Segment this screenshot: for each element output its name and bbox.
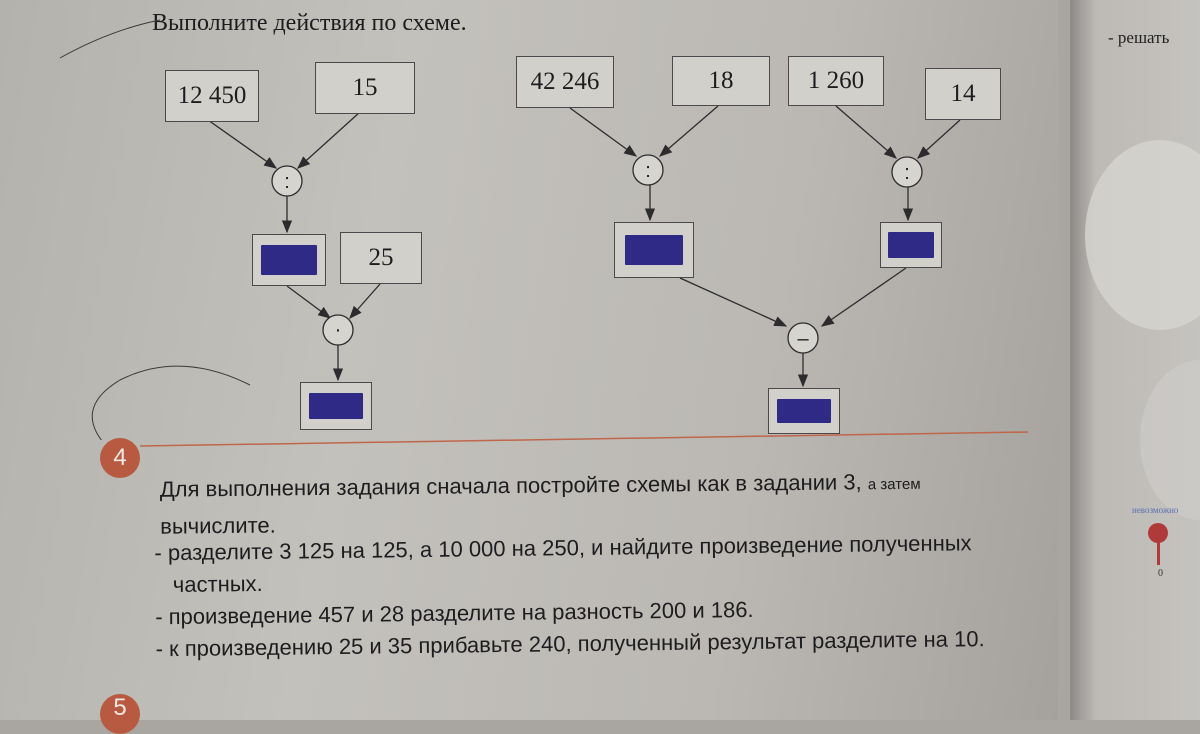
arrow xyxy=(349,283,381,319)
operation-circle xyxy=(632,154,664,186)
arrow xyxy=(659,105,719,157)
arrow xyxy=(679,277,788,327)
arrow xyxy=(286,285,332,319)
sign-post xyxy=(1157,543,1160,565)
scheme1-answer-box xyxy=(252,234,326,286)
pencil-mark xyxy=(59,19,161,59)
multiplication-sign: · xyxy=(335,319,342,341)
no-entry-icon xyxy=(1148,523,1168,543)
adjacent-page-text: - решать xyxy=(1108,28,1170,47)
arrow xyxy=(207,119,278,169)
answer-placeholder xyxy=(625,235,683,265)
operation-circle xyxy=(322,314,354,346)
task4-intro-text: Для выполнения задания сначала постройте… xyxy=(159,469,862,502)
arrow xyxy=(297,111,361,169)
division-sign: : xyxy=(284,171,290,193)
scheme-diagrams: : · : : – xyxy=(59,19,961,440)
answer-placeholder xyxy=(261,245,317,275)
scheme1-input-b: 15 xyxy=(315,62,415,114)
adjacent-page-illustration xyxy=(1085,140,1200,330)
task4-list: - разделите 3 125 на 125, а 10 000 на 25… xyxy=(154,527,1015,665)
arrow xyxy=(917,119,961,159)
arrow xyxy=(820,267,907,327)
next-task-number-badge: 5 xyxy=(100,694,140,734)
operation-circle xyxy=(271,165,303,197)
scheme2-answer-box xyxy=(880,222,942,268)
adjacent-page-zero: 0 xyxy=(1158,568,1163,579)
scheme2-answer-box xyxy=(614,222,694,278)
scheme2-input-d: 14 xyxy=(925,68,1001,120)
operation-circle xyxy=(891,156,923,188)
task-number-badge: 4 xyxy=(100,438,140,478)
scheme1-input-a: 12 450 xyxy=(165,70,259,122)
division-sign: : xyxy=(645,160,651,182)
adjacent-page-label: невозможно xyxy=(1132,505,1179,515)
answer-placeholder xyxy=(888,232,934,258)
adjacent-page xyxy=(1070,0,1200,720)
scheme2-input-b: 18 xyxy=(672,56,770,106)
answer-placeholder xyxy=(309,393,363,419)
arrow xyxy=(835,105,897,159)
task3-title: Выполните действия по схеме. xyxy=(152,10,467,36)
task4-intro-tail: а затем xyxy=(867,475,921,494)
scheme2-input-a: 42 246 xyxy=(516,56,614,108)
task4-item: - разделите 3 125 на 125, а 10 000 на 25… xyxy=(154,530,972,598)
minus-sign: – xyxy=(797,328,809,350)
pencil-mark xyxy=(91,365,251,440)
arrow xyxy=(569,107,638,157)
scheme1-input-c: 25 xyxy=(340,232,422,284)
scheme2-input-c: 1 260 xyxy=(788,56,884,106)
answer-placeholder xyxy=(777,399,831,423)
scheme1-result-box xyxy=(300,382,372,430)
scheme2-result-box xyxy=(768,388,840,434)
operation-circle xyxy=(787,322,819,354)
task4-intro-line2: вычислите. xyxy=(160,512,276,539)
division-sign: : xyxy=(904,162,910,184)
section-rule xyxy=(139,431,1029,447)
